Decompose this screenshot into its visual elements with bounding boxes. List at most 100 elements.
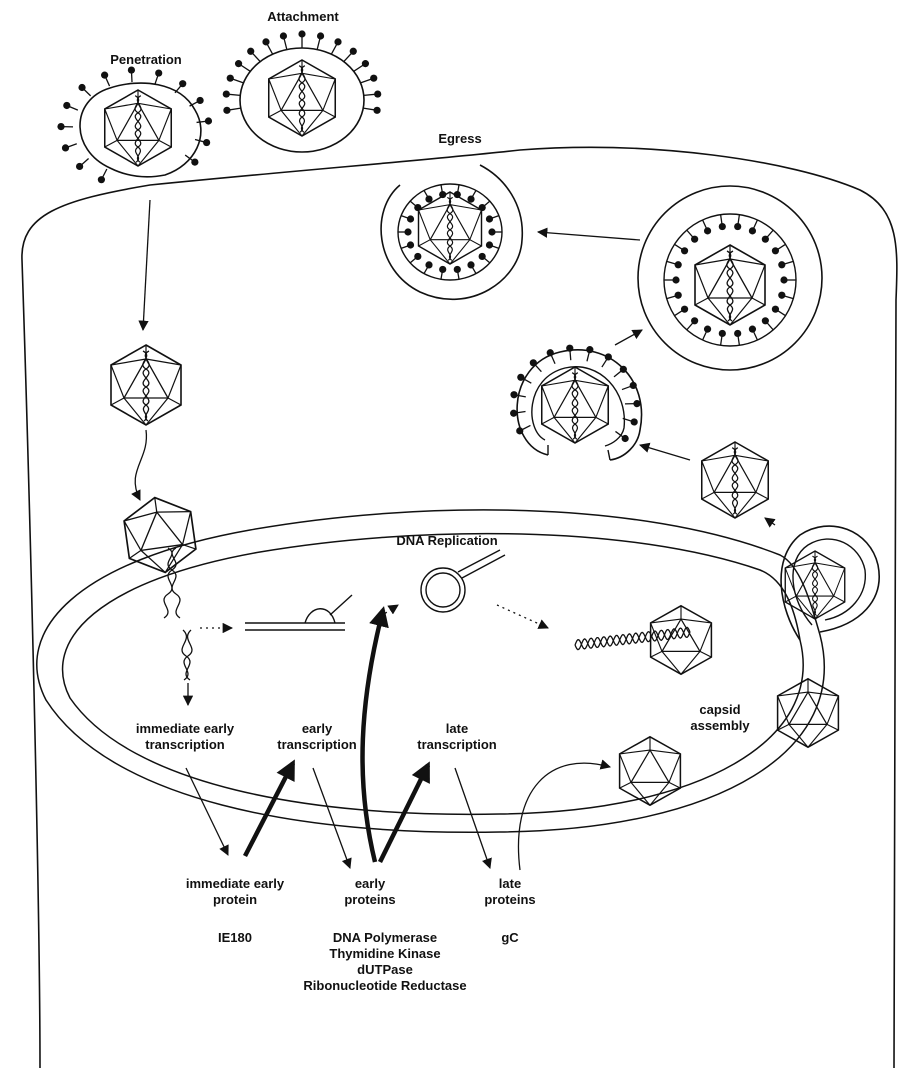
glycoprotein-knob [771, 305, 780, 313]
glycoprotein-knob [703, 325, 712, 333]
cell-membrane [21, 146, 898, 1069]
label-penetration: Penetration [110, 52, 182, 67]
glycoprotein-knob [349, 47, 357, 55]
glycoprotein-knob [373, 106, 381, 114]
glycoprotein-knob [566, 344, 574, 352]
label-late-transcription: late transcription [417, 721, 497, 752]
glycoprotein-knob [404, 228, 412, 236]
glycoprotein-knob [734, 222, 742, 231]
glycoprotein-knob [778, 291, 786, 299]
glycoprotein-knob [691, 317, 699, 325]
glycoprotein-knob [516, 427, 524, 435]
glycoprotein-knob [425, 195, 433, 203]
glycoprotein-knob [63, 101, 71, 110]
glycoprotein-knob [510, 409, 518, 417]
glycoprotein-knob [718, 329, 726, 338]
glycoprotein-knob [279, 32, 288, 40]
glycoprotein-knob [78, 83, 86, 92]
glycoprotein-knob [196, 96, 204, 105]
glycoprotein-knob [222, 90, 230, 98]
glycoprotein-knob [203, 138, 211, 147]
glycoprotein-knob [546, 349, 554, 357]
docking-capsid [120, 492, 200, 578]
glycoprotein-knob [262, 38, 270, 46]
glycoprotein-knob [771, 247, 780, 255]
glycoprotein-knob [674, 291, 682, 299]
glycoprotein-knob [485, 241, 494, 249]
egress-virion [380, 164, 524, 301]
enveloped-virion-vesicle [637, 185, 823, 371]
glycoprotein-knob [467, 195, 475, 203]
regulatory-arrows [243, 606, 431, 863]
glycoprotein-knob [370, 74, 378, 82]
glycoprotein-knob [298, 30, 306, 38]
glycoprotein-knob [680, 305, 689, 313]
label-early-transcription: early transcription [277, 721, 357, 752]
glycoprotein-knob [127, 66, 136, 74]
glycoprotein-knob [101, 71, 109, 79]
glycoprotein-knob [748, 227, 757, 235]
label-dna-replication: DNA Replication [396, 533, 498, 548]
glycoprotein-knob [621, 434, 629, 443]
released-capsid [700, 441, 770, 519]
nuclear-budding-pocket [780, 525, 880, 641]
glycoprotein-knob [510, 391, 518, 399]
glycoprotein-knob [247, 47, 255, 55]
glycoprotein-knob [226, 74, 234, 82]
glycoprotein-knob [76, 162, 84, 171]
glycoprotein-knob [61, 144, 70, 152]
cytoplasmic-capsid [110, 344, 182, 426]
glycoprotein-knob [414, 252, 422, 261]
glycoprotein-knob [57, 122, 65, 131]
glycoprotein-knob [629, 381, 637, 390]
viral-dna-strand [163, 547, 193, 681]
glycoprotein-knob [674, 261, 682, 269]
glycoprotein-knob [630, 418, 638, 426]
glycoprotein-knob [97, 176, 106, 184]
circular-dna [420, 549, 506, 613]
glycoprotein-knob [619, 365, 627, 373]
glycoprotein-knob [586, 346, 594, 354]
label-attachment: Attachment [267, 9, 339, 24]
process-arrows [131, 199, 776, 871]
glycoprotein-knob [478, 252, 486, 261]
glycoprotein-knob [334, 38, 342, 46]
capsid-nucleus-2 [618, 736, 682, 806]
label-early-proteins: early proteins [344, 876, 396, 907]
glycoprotein-knob [680, 247, 689, 255]
concatemer-dna [574, 626, 691, 651]
glycoprotein-knob [604, 353, 612, 361]
glycoprotein-knob [179, 80, 187, 88]
glycoprotein-knob [234, 60, 243, 68]
glycoprotein-knob [406, 215, 415, 223]
glycoprotein-knob [778, 261, 786, 269]
label-late-proteins: late proteins [484, 876, 536, 907]
nucleus-outer-membrane [36, 509, 825, 834]
glycoprotein-knob [780, 276, 788, 284]
budding-virion [510, 344, 643, 461]
capsid-nucleus-1 [776, 678, 840, 748]
attachment-virion [222, 30, 382, 153]
glycoprotein-knob [425, 261, 433, 269]
glycoprotein-knob [517, 373, 525, 381]
glycoprotein-knob [316, 32, 325, 40]
glycoprotein-knob [633, 400, 641, 408]
glycoprotein-knob [672, 276, 680, 284]
label-immediate-early-transcription: immediate early transcription [135, 721, 235, 752]
label-egress: Egress [438, 131, 482, 146]
glycoprotein-knob [223, 106, 231, 114]
glycoprotein-knob [406, 241, 415, 249]
glycoprotein-knob [703, 227, 712, 235]
example-ie180: IE180 [218, 930, 252, 945]
penetration-virion [57, 66, 213, 184]
glycoprotein-knob [439, 265, 447, 274]
example-gc: gC [501, 930, 519, 945]
label-capsid-assembly: capsid assembly [690, 702, 750, 733]
glycoprotein-knob [204, 117, 213, 125]
glycoprotein-knob [361, 60, 370, 68]
glycoprotein-knob [191, 158, 199, 166]
glycoprotein-knob [761, 317, 769, 325]
glycoprotein-knob [734, 329, 742, 338]
glycoprotein-knob [155, 69, 163, 77]
glycoprotein-knob [467, 261, 475, 269]
